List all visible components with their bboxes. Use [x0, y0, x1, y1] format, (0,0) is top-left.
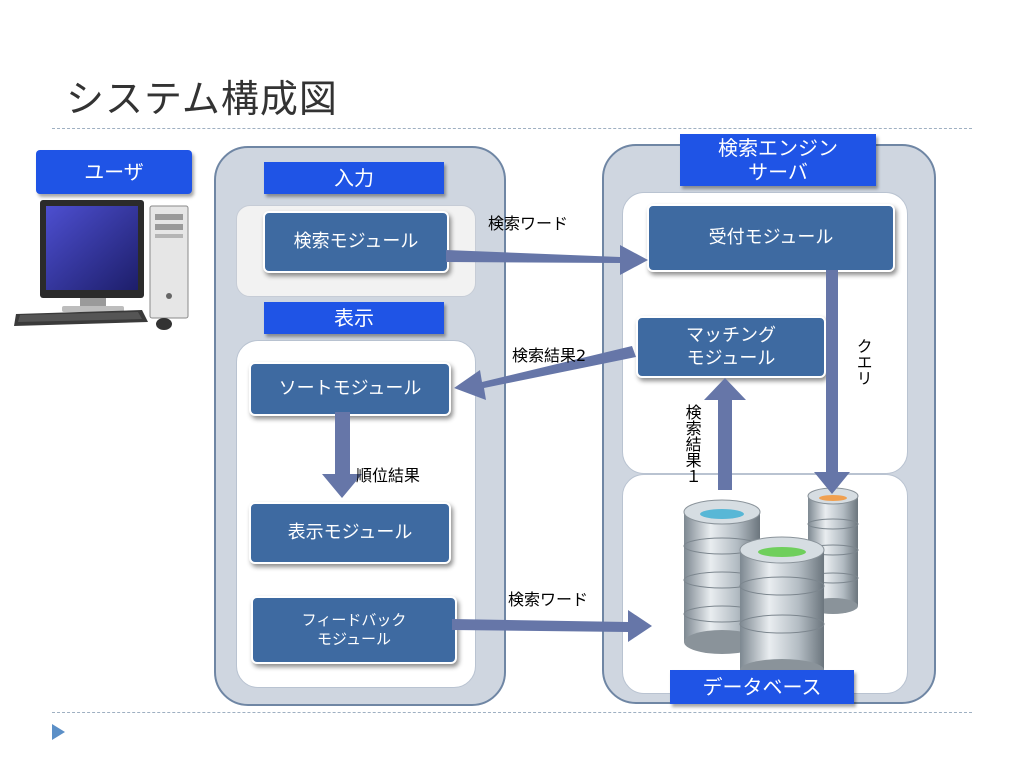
input-header: 入力: [264, 162, 444, 194]
title-divider: [52, 128, 972, 129]
edge-label-search-result-2: 検索結果2: [512, 346, 587, 365]
desktop-computer-icon: [12, 196, 192, 336]
edge-label-search-result-1: 検索結果１: [682, 404, 702, 484]
arrow-rank-result: [322, 412, 362, 498]
search-engine-server-header: 検索エンジン サーバ: [680, 134, 876, 186]
edge-label-query: クエリ: [853, 338, 873, 386]
reception-module: 受付モジュール: [647, 204, 895, 272]
edge-label-search-word-top: 検索ワード: [488, 214, 569, 233]
display-header: 表示: [264, 302, 444, 334]
edge-label-search-word-bottom: 検索ワード: [508, 590, 589, 609]
edge-label-rank-result: 順位結果: [356, 466, 421, 485]
arrow-search-result-2: [454, 346, 636, 400]
footer-divider: [52, 712, 972, 713]
database-label: データベース: [670, 670, 854, 704]
arrow-search-word-bottom: [452, 610, 652, 642]
slide-title: システム構成図: [66, 77, 338, 121]
matching-module: マッチング モジュール: [636, 316, 826, 378]
display-module: 表示モジュール: [249, 502, 451, 564]
feedback-module: フィードバック モジュール: [251, 596, 457, 664]
arrow-query: [814, 270, 850, 494]
user-label: ユーザ: [36, 150, 192, 194]
sort-module: ソートモジュール: [249, 362, 451, 416]
search-module: 検索モジュール: [263, 211, 449, 273]
arrow-search-result-1: [704, 378, 746, 490]
arrow-search-word-top: [446, 245, 648, 275]
database-icon: [680, 486, 870, 682]
